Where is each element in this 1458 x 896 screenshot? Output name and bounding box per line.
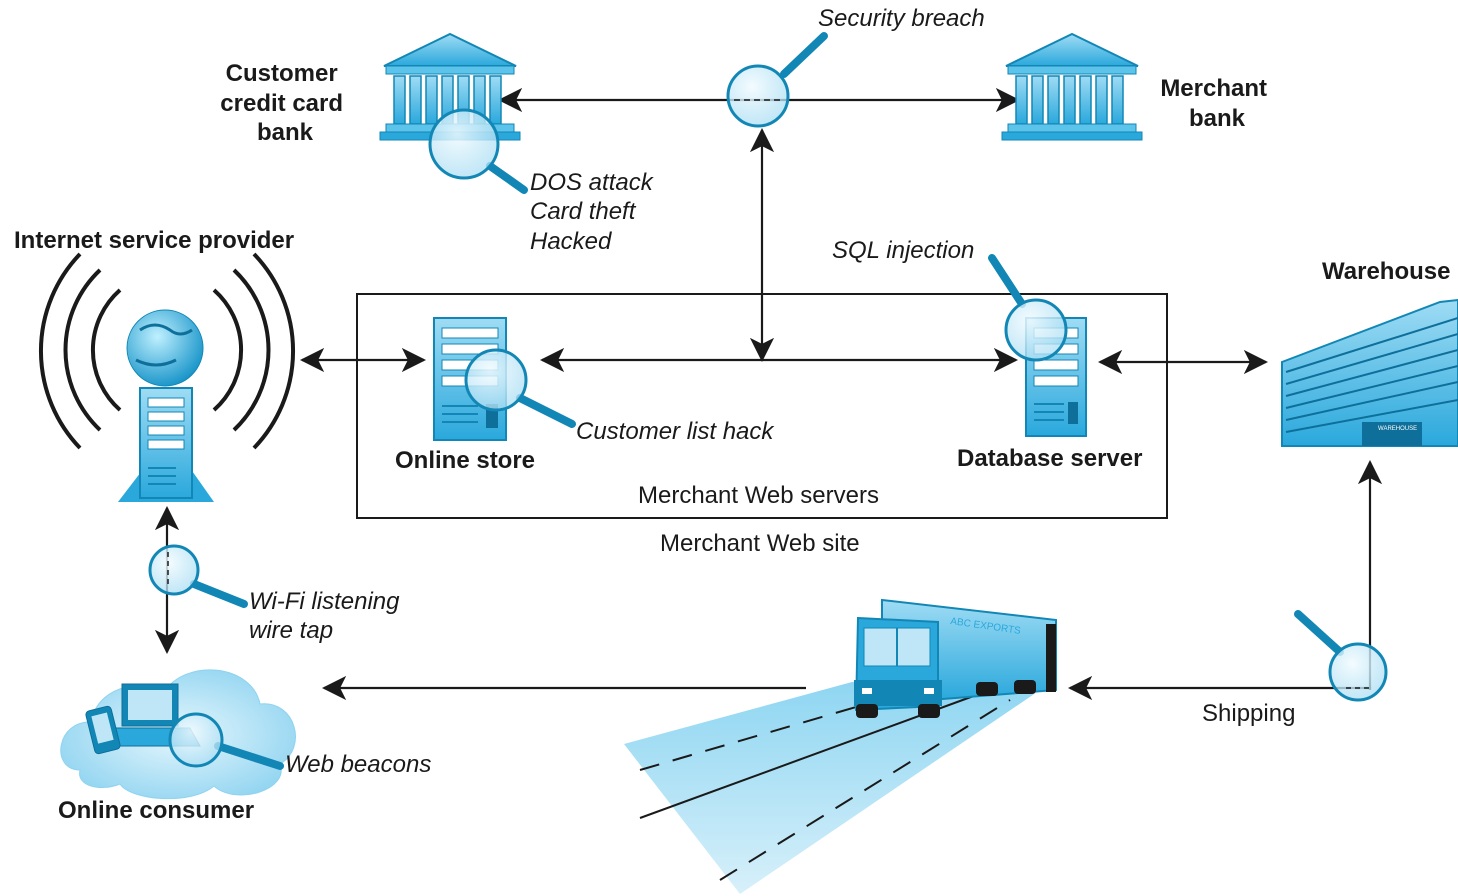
security-breach-label: Security breach <box>818 5 985 32</box>
warehouse-label: Warehouse <box>1322 258 1450 285</box>
magnifier-icon <box>988 254 1068 362</box>
online-store-label: Online store <box>395 447 535 474</box>
warehouse-icon: WAREHOUSE <box>1281 298 1458 447</box>
phone-icon <box>85 705 121 755</box>
merchant-bank-icon <box>1001 32 1143 141</box>
magnifier-icon <box>464 348 576 428</box>
shipping-label: Shipping <box>1202 700 1295 727</box>
wifi-threats-label: Wi-Fi listening wire tap <box>249 588 406 644</box>
warehouse-sign: WAREHOUSE <box>1378 426 1417 432</box>
database-server-label: Database server <box>957 445 1142 472</box>
isp-icon <box>38 252 296 502</box>
customer-list-hack-label: Customer list hack <box>576 418 775 445</box>
bank-threats-label: DOS attack Card theft Hacked <box>530 169 659 255</box>
wave-icon <box>38 252 296 450</box>
magnifier-icon <box>428 108 528 194</box>
customer-bank-label: Customer credit card bank <box>220 60 349 146</box>
magnifier-icon <box>726 32 828 128</box>
road-icon <box>624 682 1040 894</box>
merchant-web-servers-label: Merchant Web servers <box>638 482 879 509</box>
globe-icon <box>126 309 204 387</box>
sql-injection-label: SQL injection <box>832 237 974 264</box>
merchant-bank-label: Merchant bank <box>1160 75 1273 132</box>
truck-icon: ABC EXPORTS <box>854 598 1057 718</box>
magnifier-icon <box>1294 610 1388 702</box>
magnifier-icon <box>148 544 248 608</box>
magnifier-icon <box>168 712 284 770</box>
merchant-web-site-label: Merchant Web site <box>660 530 860 557</box>
online-consumer-label: Online consumer <box>58 797 254 824</box>
shipping-arrow <box>1067 675 1372 701</box>
web-beacons-label: Web beacons <box>285 751 431 778</box>
isp-label: Internet service provider <box>14 227 294 254</box>
